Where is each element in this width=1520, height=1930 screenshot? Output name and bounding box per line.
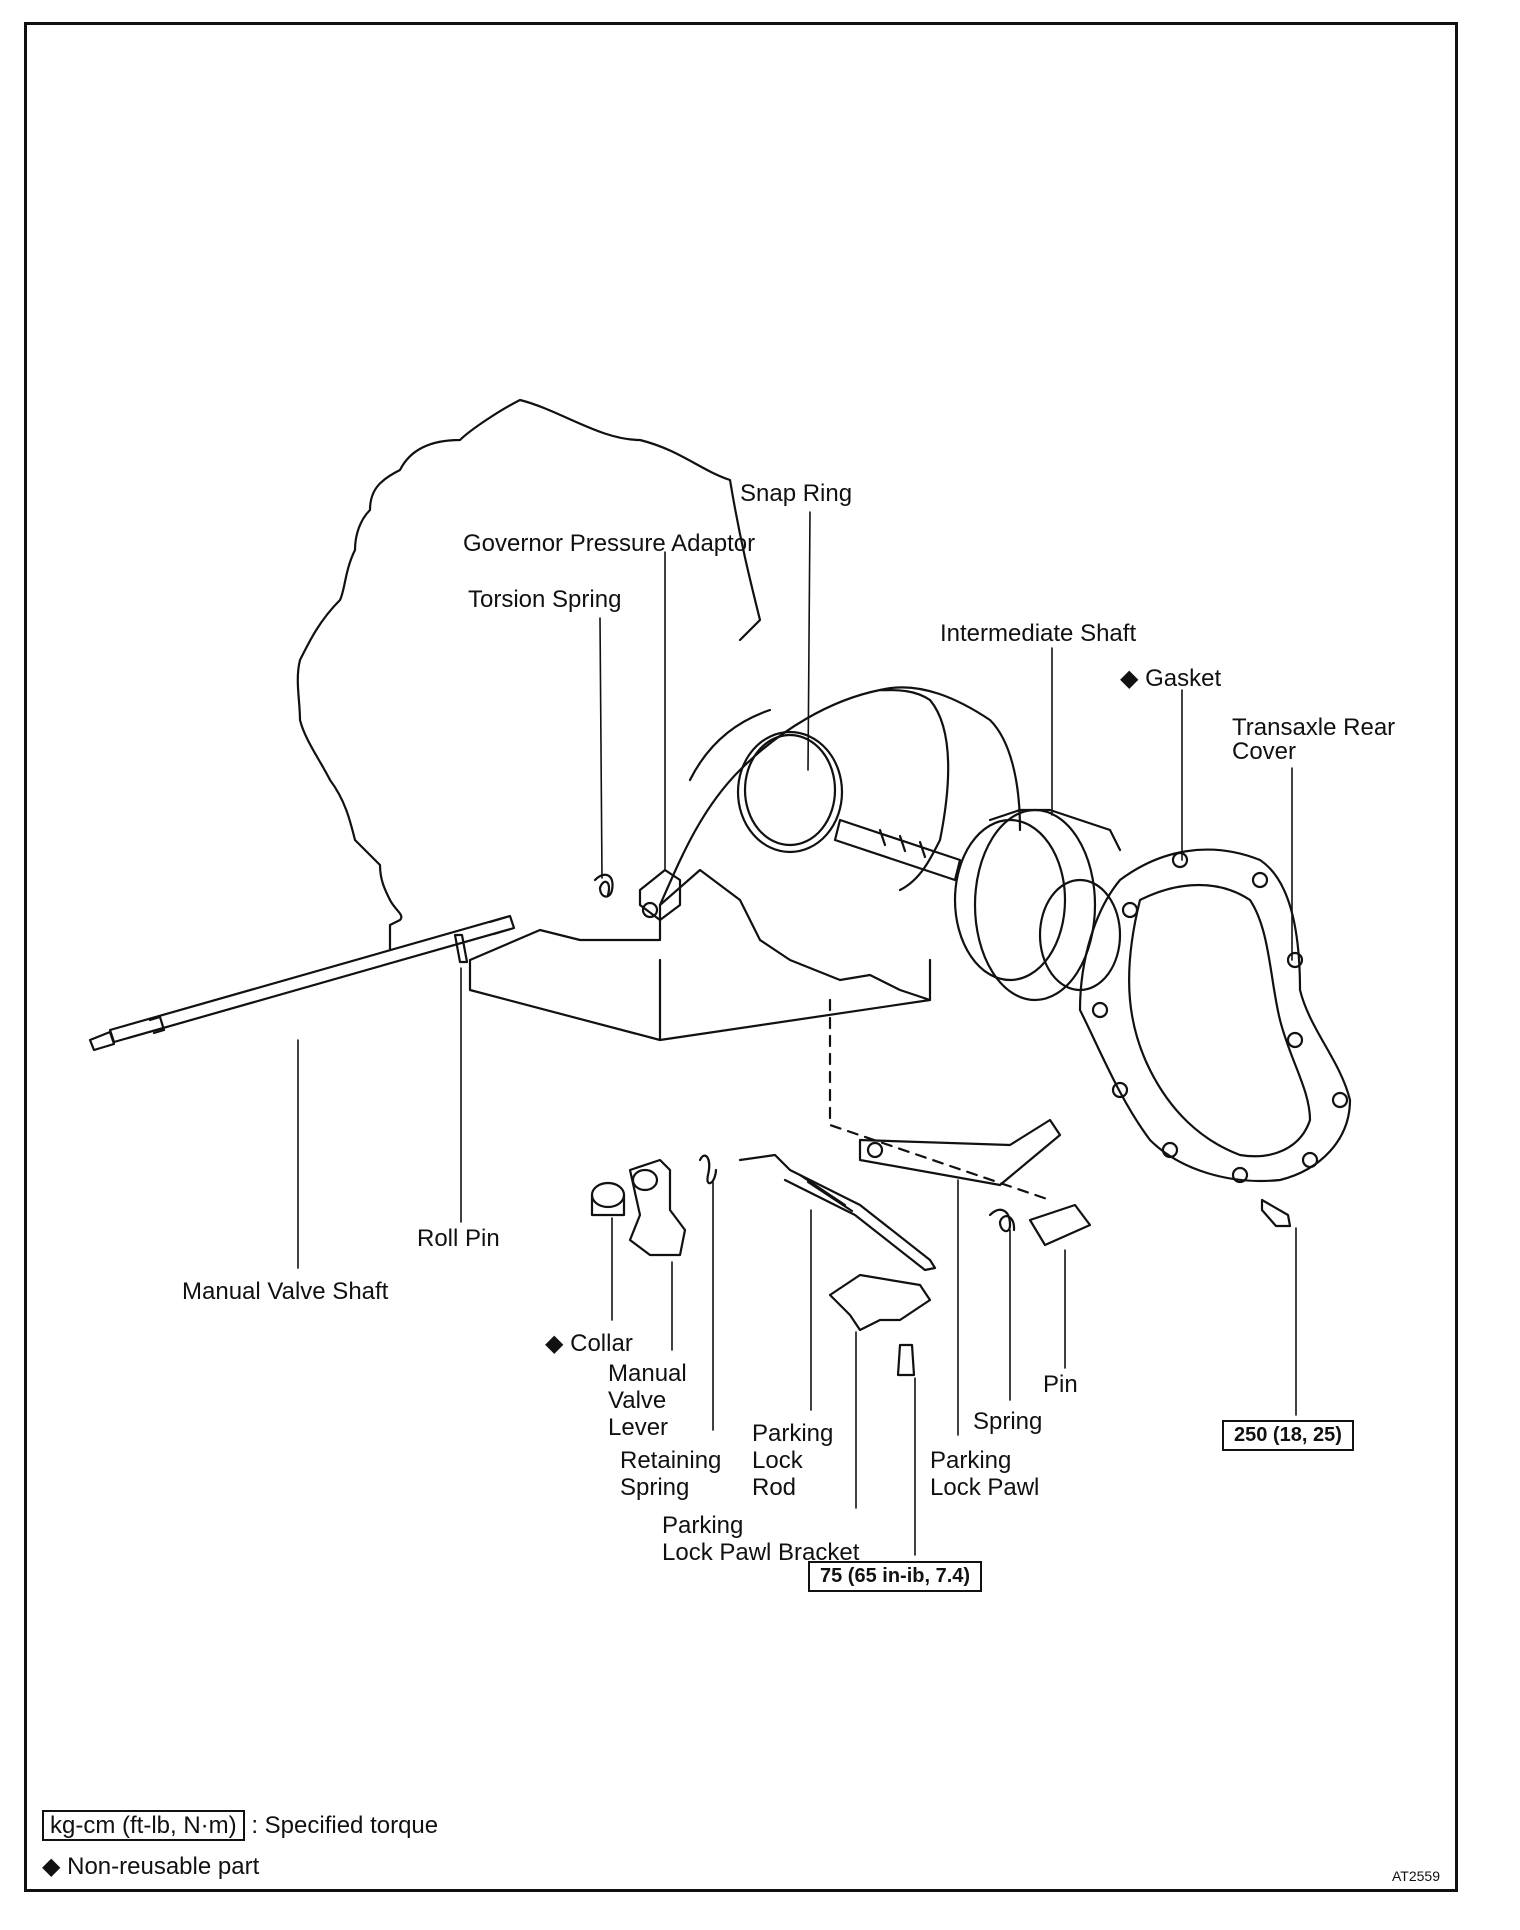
label-intermediate-shaft: Intermediate Shaft [940,620,1137,647]
torque-bracket-bolt: 75 (65 in-ib, 7.4) [808,1561,983,1592]
label-retaining-spring-2: Spring [620,1474,690,1501]
label-parking-lock-rod-3: Rod [752,1474,797,1501]
manual-valve-shaft-shape [88,914,516,1052]
bracket-bolt-shape [896,1343,916,1377]
label-spring: Spring [973,1408,1043,1435]
diagram-frame [24,22,1458,1892]
parking-lock-pawl-shape [858,1118,1062,1187]
label-retaining-spring: Retaining [620,1447,722,1474]
spring-shape [988,1208,1016,1233]
rear-cover-bolt-shape [1260,1198,1292,1228]
transaxle-case-body [468,868,932,1042]
parking-lock-rod-shape [738,1153,937,1272]
retaining-spring-shape [698,1154,718,1185]
label-parking-lock-pawl: Parking [930,1447,1012,1474]
transaxle-rear-cover-shape [1078,848,1352,1183]
parking-lock-pawl-bracket-shape [828,1273,932,1332]
label-parking-lock-pawl-2: Lock Pawl [930,1474,1040,1501]
figure-code: AT2559 [1392,1868,1440,1884]
manual-valve-lever-shape [628,1158,687,1257]
torque-rear-cover-bolt: 250 (18, 25) [1222,1420,1354,1451]
label-roll-pin: Roll Pin [417,1225,500,1252]
label-manual-valve-shaft: Manual Valve Shaft [182,1278,389,1305]
label-pin: Pin [1043,1371,1078,1398]
legend-torque-unit: kg-cm (ft-lb, N·m) [42,1810,245,1841]
legend-nonreusable: ◆ Non-reusable part [42,1853,260,1880]
label-parking-lock-pawl-bracket: Parking [662,1512,744,1539]
label-manual-valve-lever: Manual [608,1360,687,1387]
label-transaxle-rear-cover-2: Cover [1232,738,1297,765]
pin-shape [1028,1203,1092,1247]
legend-torque: kg-cm (ft-lb, N·m) : Specified torque [42,1810,439,1841]
label-torsion-spring: Torsion Spring [468,586,622,613]
label-manual-valve-lever-3: Lever [608,1414,669,1441]
label-manual-valve-lever-2: Valve [608,1387,667,1414]
label-transaxle-rear-cover: Transaxle Rear [1232,714,1396,741]
torsion-spring-shape [593,873,614,898]
label-snap-ring: Snap Ring [740,480,853,507]
label-parking-lock-rod: Parking [752,1420,834,1447]
transaxle-case-outline [296,398,762,952]
intermediate-shaft-shape [833,818,962,882]
legend-torque-desc: : Specified torque [251,1812,439,1839]
label-parking-lock-rod-2: Lock [752,1447,803,1474]
roll-pin-shape [453,933,469,964]
snap-ring-shape [743,733,837,847]
governor-boss [658,686,1022,907]
label-collar: ◆ Collar [545,1330,633,1357]
label-gasket: ◆ Gasket [1120,665,1222,692]
label-governor-pressure-adaptor: Governor Pressure Adaptor [463,530,756,557]
collar-shape [590,1181,626,1209]
